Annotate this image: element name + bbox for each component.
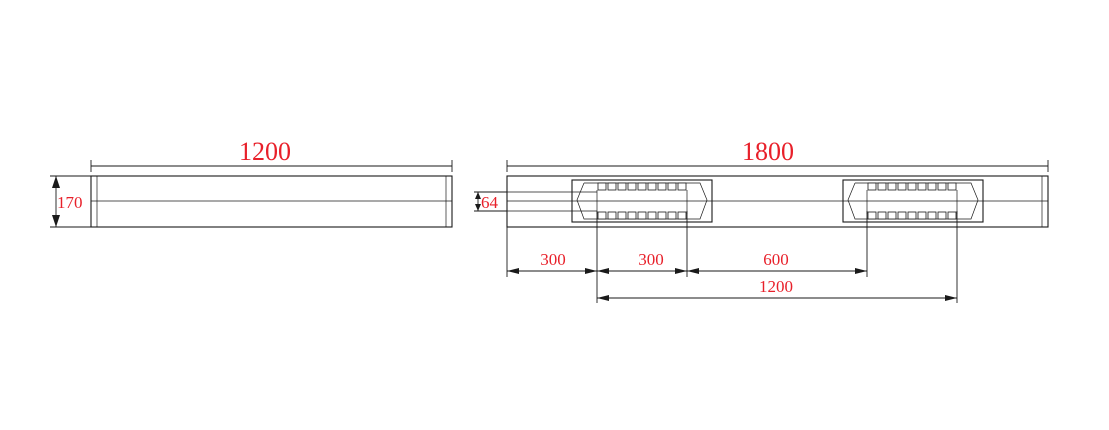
fork-pocket-left: [571, 179, 713, 223]
dim-300b-label: 300: [638, 250, 664, 269]
fork-pocket-left-bottom-ribs: [597, 211, 687, 220]
rib-segment: [607, 182, 617, 191]
rib-segment: [917, 182, 927, 191]
rib-segment: [877, 211, 887, 220]
front-length-label: 1800: [742, 137, 794, 166]
dim-300a-arrow-left: [507, 268, 519, 274]
opening-height-arrow-top: [475, 192, 481, 199]
rib-segment: [907, 182, 917, 191]
fork-pocket-right-top-ribs: [867, 182, 957, 191]
rib-segment: [607, 211, 617, 220]
rib-segment: [617, 211, 627, 220]
rib-segment: [627, 182, 637, 191]
rib-segment: [887, 211, 897, 220]
rib-segment: [677, 182, 687, 191]
rib-segment: [937, 211, 947, 220]
rib-segment: [637, 182, 647, 191]
rib-segment: [937, 182, 947, 191]
rib-segment: [597, 182, 607, 191]
side-length-label: 1200: [239, 137, 291, 166]
rib-segment: [927, 182, 937, 191]
fork-pocket-right: [842, 179, 984, 223]
rib-segment: [637, 211, 647, 220]
rib-segment: [657, 211, 667, 220]
rib-segment: [657, 182, 667, 191]
side-height-label: 170: [57, 193, 83, 212]
opening-height-arrow-bottom: [475, 204, 481, 211]
rib-segment: [597, 211, 607, 220]
rib-segment: [947, 211, 957, 220]
dim-300a-arrow-right: [585, 268, 597, 274]
rib-segment: [897, 211, 907, 220]
rib-segment: [667, 182, 677, 191]
dim-300a-label: 300: [540, 250, 566, 269]
rib-segment: [927, 211, 937, 220]
rib-segment: [617, 182, 627, 191]
rib-segment: [907, 211, 917, 220]
rib-segment: [867, 182, 877, 191]
fork-pocket-right-bottom-ribs: [867, 211, 957, 220]
rib-segment: [897, 182, 907, 191]
rib-segment: [647, 182, 657, 191]
rib-segment: [867, 211, 877, 220]
dim-600-label: 600: [763, 250, 789, 269]
dim-1200-label: 1200: [759, 277, 793, 296]
front-pallet-outline: [506, 175, 1049, 228]
fork-pocket-left-top-ribs: [597, 182, 687, 191]
dim-600-arrow-right: [855, 268, 867, 274]
dim-1200-arrow-left: [597, 295, 609, 301]
side-view: 1200 170: [50, 137, 453, 228]
dim-300b-arrow-right: [675, 268, 687, 274]
side-height-arrow-top: [52, 176, 60, 188]
front-view: 1800 64: [474, 137, 1049, 303]
rib-segment: [877, 182, 887, 191]
dim-300b-arrow-left: [597, 268, 609, 274]
rib-segment: [677, 211, 687, 220]
fork-pocket-right-chamfer: [847, 182, 979, 220]
fork-pocket-right-frame: [842, 179, 984, 223]
rib-segment: [917, 211, 927, 220]
dim-1200-arrow-right: [945, 295, 957, 301]
fork-pocket-left-chamfer: [576, 182, 708, 220]
rib-segment: [647, 211, 657, 220]
rib-segment: [667, 211, 677, 220]
side-pallet-outline: [90, 175, 453, 228]
rib-segment: [947, 182, 957, 191]
dim-600-arrow-left: [687, 268, 699, 274]
side-height-arrow-bottom: [52, 215, 60, 227]
rib-segment: [627, 211, 637, 220]
rib-segment: [887, 182, 897, 191]
fork-pocket-left-frame: [571, 179, 713, 223]
opening-height-label: 64: [481, 193, 499, 212]
